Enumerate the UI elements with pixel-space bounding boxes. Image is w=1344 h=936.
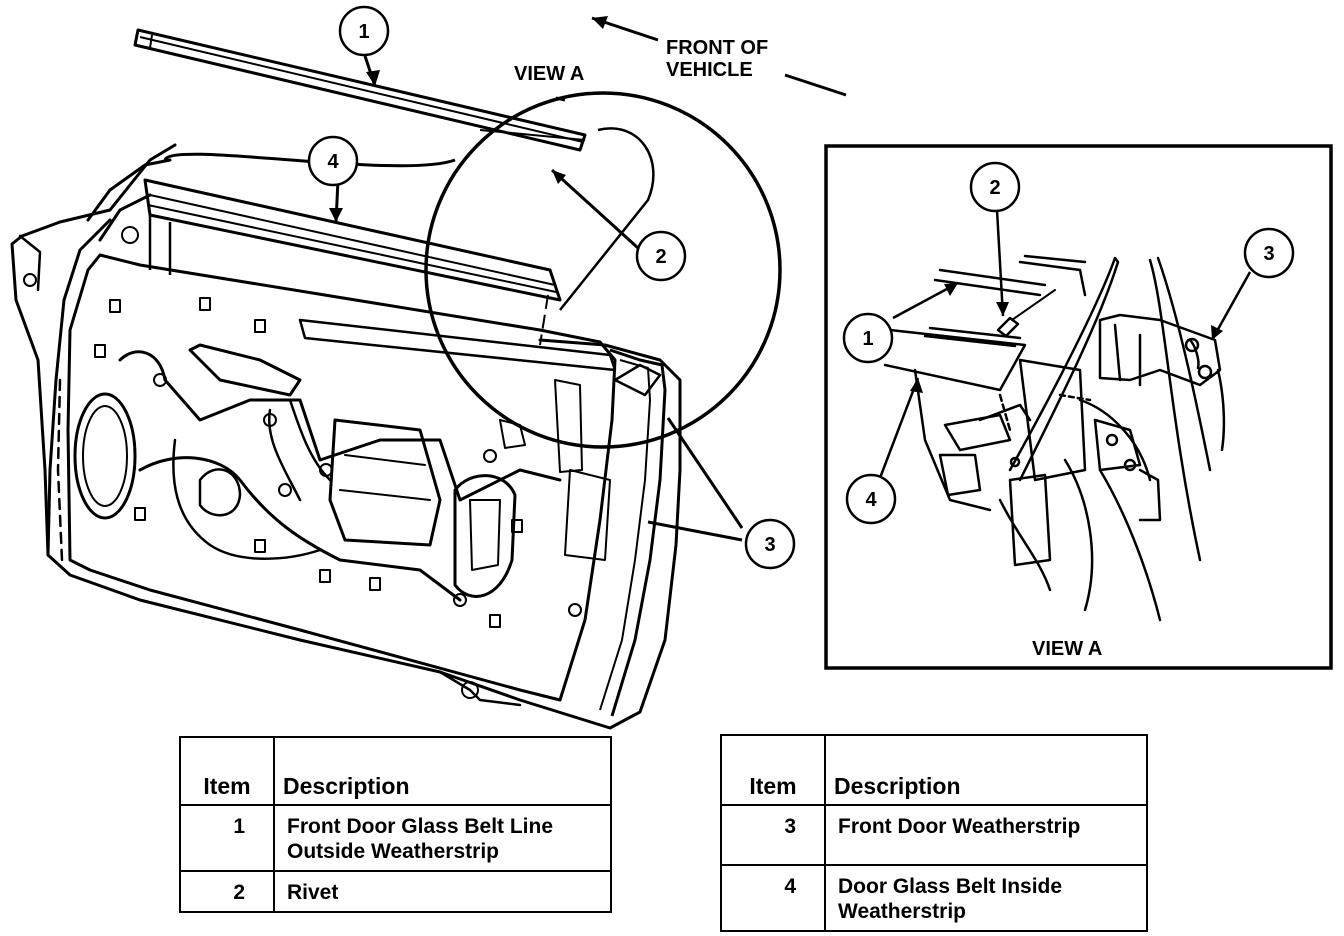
legend-item-description: Front Door Weatherstrip <box>824 804 1148 866</box>
legend-desc-line: Door Glass Belt Inside <box>838 875 1063 898</box>
svg-text:4: 4 <box>865 489 877 511</box>
legend-desc-line: Outside Weatherstrip <box>287 840 499 863</box>
callout-1-main: 1 <box>338 5 390 57</box>
callout-2-inset: 2 <box>969 161 1021 213</box>
legend-desc-line: Weatherstrip <box>838 900 966 923</box>
front-of-vehicle-label-line1: FRONT OF <box>666 37 768 59</box>
callout-3-main: 3 <box>744 518 796 570</box>
front-of-vehicle-arrow <box>591 16 847 97</box>
legend-item-number: 4 <box>720 864 826 932</box>
legend-row: 3 Front Door Weatherstrip <box>720 804 1148 866</box>
legend-desc-line: Front Door Glass Belt Line <box>287 815 554 838</box>
callout-1-inset: 1 <box>842 312 894 364</box>
svg-text:2: 2 <box>989 177 1000 199</box>
legend-header-item: Item <box>179 736 275 806</box>
svg-text:1: 1 <box>862 328 873 350</box>
svg-text:3: 3 <box>764 534 775 556</box>
callout-4-main: 4 <box>307 135 359 187</box>
legend-item-number: 1 <box>179 804 275 872</box>
legend-row: 1 Front Door Glass Belt Line Outside Wea… <box>179 804 612 872</box>
inset-leader-lines <box>878 209 1252 479</box>
outer-belt-weatherstrip <box>133 28 587 152</box>
legend-item-number: 2 <box>179 870 275 913</box>
legend-table-right: Item Description 3 Front Door Weatherstr… <box>720 734 1148 932</box>
legend-item-number: 3 <box>720 804 826 866</box>
view-a-inset-label: VIEW A <box>1032 638 1102 660</box>
inset-leader-arrowheads <box>910 283 1223 393</box>
view-a-inset-illustration <box>883 254 1226 622</box>
legend-header-item: Item <box>720 734 826 806</box>
legend-row: 4 Door Glass Belt Inside Weatherstrip <box>720 864 1148 932</box>
callout-3-inset: 3 <box>1243 227 1295 279</box>
front-of-vehicle-label-line2: VEHICLE <box>666 59 753 81</box>
legend-item-description: Front Door Glass Belt Line Outside Weath… <box>273 804 612 872</box>
view-a-inset-frame <box>824 144 1333 670</box>
callout-2-main: 2 <box>635 230 687 282</box>
leader-arrowheads <box>329 70 566 222</box>
svg-text:3: 3 <box>1263 243 1274 265</box>
legend-item-description: Rivet <box>273 870 612 913</box>
legend-header-description: Description <box>273 736 612 806</box>
svg-text:2: 2 <box>655 246 666 268</box>
svg-text:4: 4 <box>327 151 339 173</box>
door-panel-illustration <box>10 143 682 730</box>
svg-text:1: 1 <box>358 21 369 43</box>
callout-4-inset: 4 <box>845 473 897 525</box>
legend-header-description: Description <box>824 734 1148 806</box>
inner-belt-weatherstrip <box>143 178 617 372</box>
leader-lines <box>334 55 744 542</box>
legend-table-left: Item Description 1 Front Door Glass Belt… <box>179 736 612 913</box>
view-a-main-label: VIEW A <box>514 63 584 85</box>
view-a-detail-circle <box>163 91 782 449</box>
legend-item-description: Door Glass Belt Inside Weatherstrip <box>824 864 1148 932</box>
legend-row: 2 Rivet <box>179 870 612 913</box>
door-weatherstrip-seal <box>599 348 667 717</box>
